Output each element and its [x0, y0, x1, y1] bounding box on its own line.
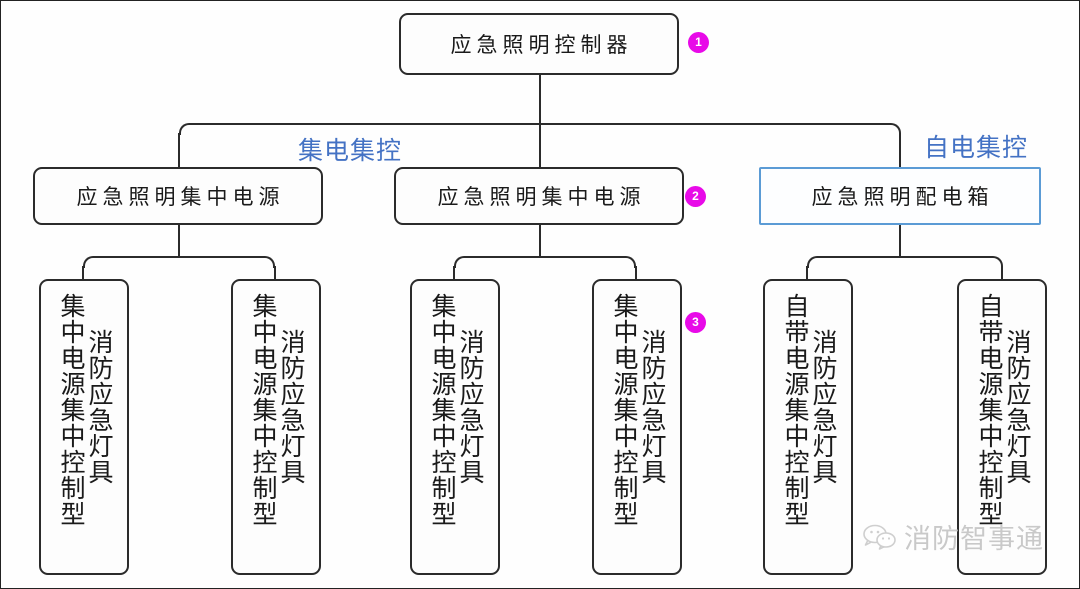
node-emergency-lighting-distribution-box[interactable]: 应急照明配电箱	[759, 167, 1041, 225]
connector-groupC-bus	[817, 256, 993, 258]
leaf-lamp-label: 消防应急灯具	[277, 329, 304, 485]
leaf-type-label: 集中电源集中控制型	[428, 293, 455, 527]
connector-groupB-right-elbow	[624, 256, 636, 268]
node-leaf-3[interactable]: 消防应急灯具 集中电源集中控制型	[410, 279, 500, 575]
connector-leaf-2-drop	[274, 266, 276, 280]
leaf-lamp-label: 消防应急灯具	[809, 329, 836, 485]
leaf-lamp-label: 消防应急灯具	[638, 329, 665, 485]
node-emergency-lighting-central-power-2[interactable]: 应急照明集中电源	[394, 167, 684, 225]
connector-root-stem	[539, 75, 541, 124]
leaf-type-label: 自带电源集中控制型	[975, 293, 1002, 527]
node-label: 应急照明集中电源	[76, 185, 285, 209]
connector-leaf-6-drop	[1001, 266, 1003, 280]
connector-groupA-left-elbow	[83, 256, 95, 268]
connector-groupB-bus	[464, 256, 626, 258]
connector-groupB-stem	[539, 225, 541, 257]
connector-groupA-stem	[178, 225, 180, 257]
connector-groupC-stem	[899, 225, 901, 257]
connector-leaf-3-drop	[453, 266, 455, 280]
node-label: 应急照明控制器	[450, 33, 633, 57]
badge-1: 1	[688, 32, 709, 53]
vertical-text-columns: 消防应急灯具 自带电源集中控制型	[781, 287, 836, 573]
leaf-type-label: 集中电源集中控制型	[249, 293, 276, 527]
leaf-lamp-label: 消防应急灯具	[1003, 329, 1030, 485]
connector-groupB-left-elbow	[454, 256, 466, 268]
node-leaf-5[interactable]: 消防应急灯具 自带电源集中控制型	[763, 279, 853, 575]
leaf-type-label: 集中电源集中控制型	[57, 293, 84, 527]
connector-main-bus-left-elbow	[179, 123, 191, 135]
node-leaf-2[interactable]: 消防应急灯具 集中电源集中控制型	[231, 279, 321, 575]
connector-bus-drop-left	[178, 133, 180, 167]
vertical-text-columns: 消防应急灯具 集中电源集中控制型	[249, 287, 304, 573]
vertical-text-columns: 消防应急灯具 集中电源集中控制型	[57, 287, 112, 573]
node-leaf-1[interactable]: 消防应急灯具 集中电源集中控制型	[39, 279, 129, 575]
node-label: 应急照明集中电源	[437, 185, 646, 209]
connector-groupC-left-elbow	[807, 256, 819, 268]
connector-leaf-5-drop	[806, 266, 808, 280]
connector-bus-drop-right	[899, 133, 901, 167]
leaf-type-label: 自带电源集中控制型	[781, 293, 808, 527]
vertical-text-columns: 消防应急灯具 集中电源集中控制型	[610, 287, 665, 573]
connector-groupA-right-elbow	[263, 256, 275, 268]
leaf-lamp-label: 消防应急灯具	[456, 329, 483, 485]
connector-groupC-right-elbow	[991, 256, 1003, 268]
section-label-centralized-power: 集电集控	[298, 137, 403, 165]
vertical-text-columns: 消防应急灯具 集中电源集中控制型	[428, 287, 483, 573]
wechat-icon	[863, 524, 896, 550]
leaf-type-label: 集中电源集中控制型	[610, 293, 637, 527]
badge-2: 2	[685, 186, 706, 207]
connector-groupA-bus	[93, 256, 265, 258]
badge-3: 3	[685, 312, 706, 333]
vertical-text-columns: 消防应急灯具 自带电源集中控制型	[975, 287, 1030, 573]
connector-main-bus-right-elbow	[889, 123, 901, 135]
section-label-self-powered: 自电集控	[924, 134, 1029, 162]
node-label: 应急照明配电箱	[811, 185, 994, 209]
connector-bus-drop-center	[539, 123, 541, 167]
connector-leaf-4-drop	[635, 266, 637, 280]
node-emergency-lighting-controller[interactable]: 应急照明控制器	[399, 13, 679, 75]
leaf-lamp-label: 消防应急灯具	[85, 329, 112, 485]
node-emergency-lighting-central-power-1[interactable]: 应急照明集中电源	[33, 167, 323, 225]
node-leaf-6[interactable]: 消防应急灯具 自带电源集中控制型	[957, 279, 1047, 575]
node-leaf-4[interactable]: 消防应急灯具 集中电源集中控制型	[592, 279, 682, 575]
connector-leaf-1-drop	[82, 266, 84, 280]
